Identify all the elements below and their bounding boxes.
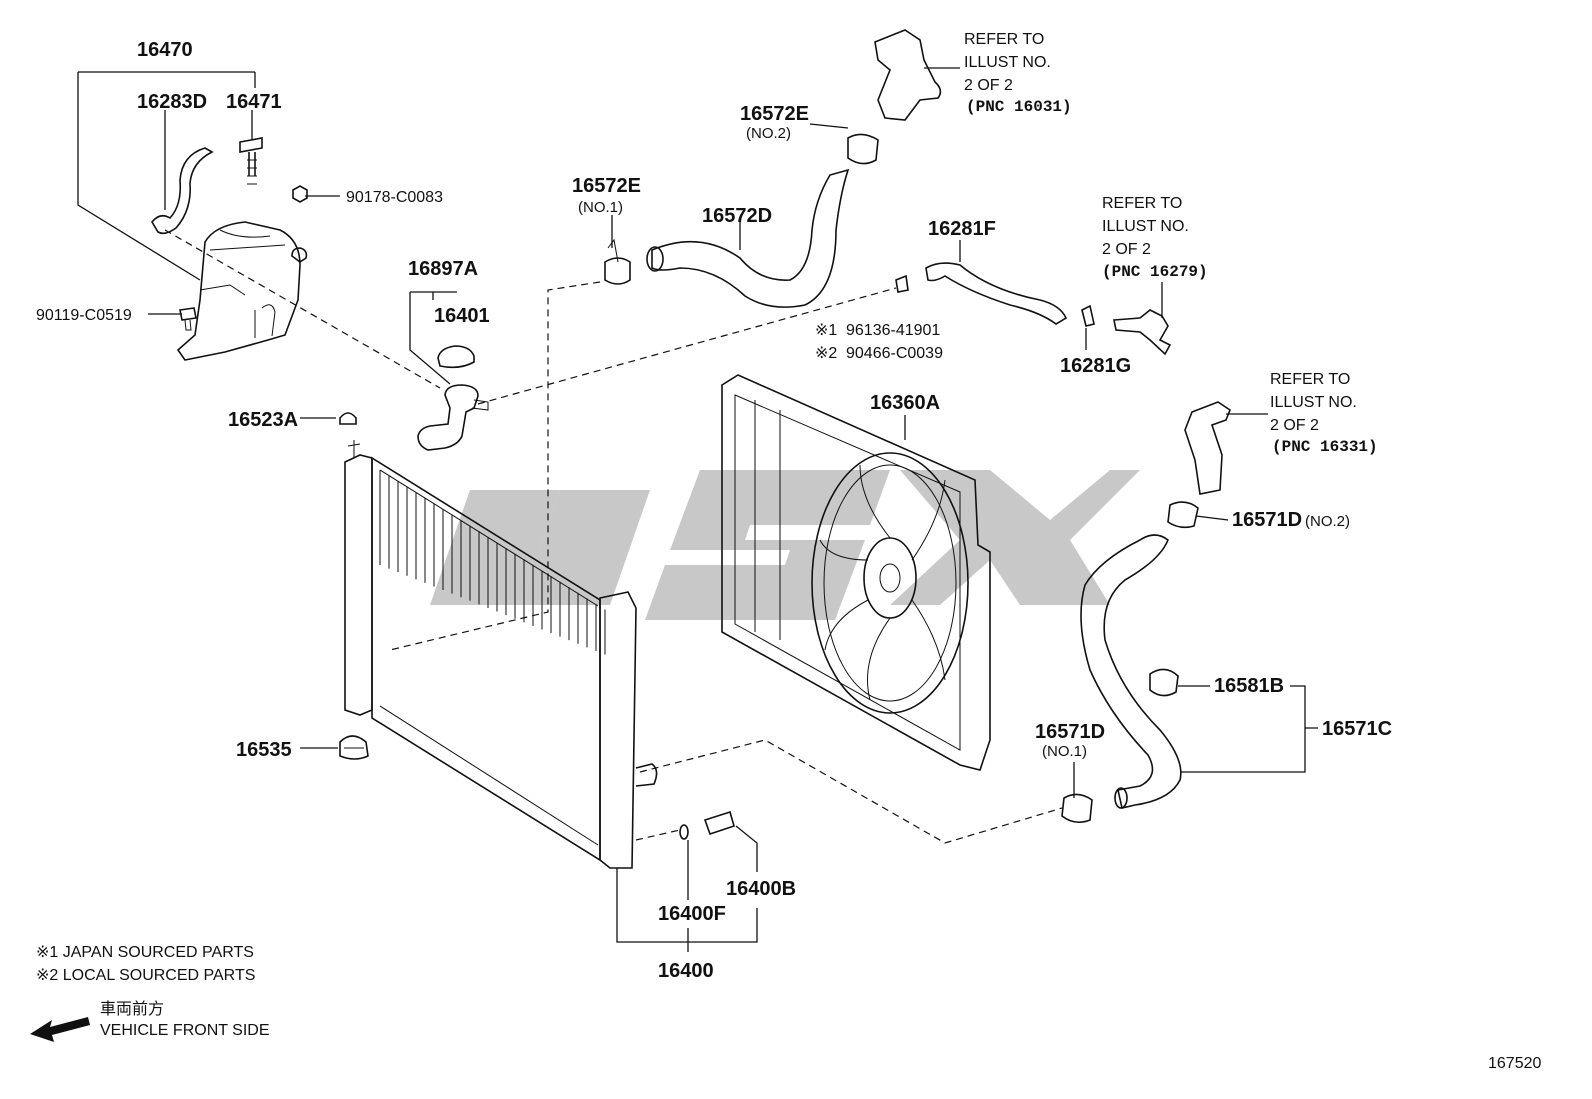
reservoir-tank: [151, 137, 308, 361]
label-16571D-no2-sub: (NO.2): [1305, 513, 1350, 530]
label-16400F: 16400F: [658, 903, 726, 925]
label-16572E-no1: 16572E: [572, 175, 641, 197]
note-japan-sourced: ※1 JAPAN SOURCED PARTS: [36, 944, 254, 961]
label-16283D: 16283D: [137, 91, 207, 113]
refer-line: REFER TO: [964, 31, 1044, 48]
label-16281F: 16281F: [928, 218, 996, 240]
label-16400: 16400: [658, 960, 714, 982]
clamp-16572E-no1: [604, 238, 631, 285]
refer-pnc: (PNC 16331): [1272, 438, 1378, 456]
refer-line: REFER TO: [1270, 371, 1350, 388]
refer-line: ILLUST NO.: [1102, 218, 1189, 235]
label-16571D-no1: 16571D: [1035, 721, 1105, 743]
label-16571D-no1-sub: (NO.1): [1042, 743, 1087, 760]
clamp-16571D-no1: [1061, 793, 1093, 824]
fitting-pnc16331: [1184, 401, 1231, 495]
radiator-fins: [379, 470, 606, 655]
refer-block-16031: REFER TO ILLUST NO. 2 OF 2 (PNC 16031): [964, 31, 1072, 116]
label-16571C: 16571C: [1322, 718, 1392, 740]
label-90119-C0519: 90119-C0519: [36, 307, 132, 324]
label-96136-41901: 96136-41901: [846, 322, 940, 339]
label-90466-C0039: 90466-C0039: [846, 345, 943, 362]
drain-plug-16400B: [679, 810, 735, 840]
water-outlet: [874, 29, 942, 121]
fitting-pnc16279: [1113, 309, 1172, 356]
label-16897A: 16897A: [408, 258, 478, 280]
fan-shroud: [721, 374, 991, 771]
note-local-sourced: ※2 LOCAL SOURCED PARTS: [36, 967, 255, 984]
label-16572D: 16572D: [702, 205, 772, 227]
refer-line: ILLUST NO.: [964, 54, 1051, 71]
label-16360A: 16360A: [870, 392, 940, 414]
radiator-cap-and-filler: [339, 345, 489, 760]
label-16400B: 16400B: [726, 878, 796, 900]
connection-lines: [164, 229, 1063, 844]
label-16572E-no2-sub: (NO.2): [746, 125, 791, 142]
label-16281G: 16281G: [1060, 355, 1131, 377]
label-16471: 16471: [226, 91, 282, 113]
radiator: [344, 440, 658, 869]
label-mark2: ※2: [815, 345, 837, 362]
clamp-16572E-no2: [847, 133, 879, 165]
label-16571D-no2: 16571D: [1232, 509, 1302, 531]
label-16572E-no1-sub: (NO.1): [578, 199, 623, 216]
refer-pnc: (PNC 16031): [966, 98, 1072, 116]
leader-lines: [77, 67, 1318, 952]
label-16470: 16470: [137, 39, 193, 61]
label-16572E-no2: 16572E: [740, 103, 809, 125]
clamp-16581B: [1149, 668, 1179, 697]
label-16401: 16401: [434, 305, 490, 327]
refer-block-16279: REFER TO ILLUST NO. 2 OF 2 (PNC 16279): [1102, 195, 1208, 281]
label-16581B: 16581B: [1214, 675, 1284, 697]
refer-line: 2 OF 2: [964, 77, 1013, 94]
refer-line: 2 OF 2: [1270, 417, 1319, 434]
note-japanese-front: 車両前方: [100, 1000, 164, 1018]
footnotes: ※1 JAPAN SOURCED PARTS ※2 LOCAL SOURCED …: [30, 944, 1541, 1072]
arrow-left-icon: [30, 1017, 90, 1042]
figure-code: 167520: [1488, 1055, 1541, 1072]
refer-line: 2 OF 2: [1102, 241, 1151, 258]
lower-hose-16571C: [1080, 534, 1182, 809]
upper-hose-16572D: [646, 168, 850, 308]
hose-16281F: [895, 262, 1095, 327]
refer-pnc: (PNC 16279): [1102, 263, 1208, 281]
refer-line: REFER TO: [1102, 195, 1182, 212]
label-mark1: ※1: [815, 322, 837, 339]
part-labels: 16470 16283D 16471 90178-C0083 90119-C05…: [36, 39, 1392, 982]
label-90178-C0083: 90178-C0083: [346, 189, 443, 206]
note-vehicle-front: VEHICLE FRONT SIDE: [100, 1022, 270, 1039]
refer-block-16331: REFER TO ILLUST NO. 2 OF 2 (PNC 16331): [1270, 371, 1378, 456]
clamp-16571D-no2: [1167, 501, 1199, 529]
refer-line: ILLUST NO.: [1270, 394, 1357, 411]
label-16523A: 16523A: [228, 409, 298, 431]
label-16535: 16535: [236, 739, 292, 761]
watermark-logo: [430, 470, 1140, 620]
